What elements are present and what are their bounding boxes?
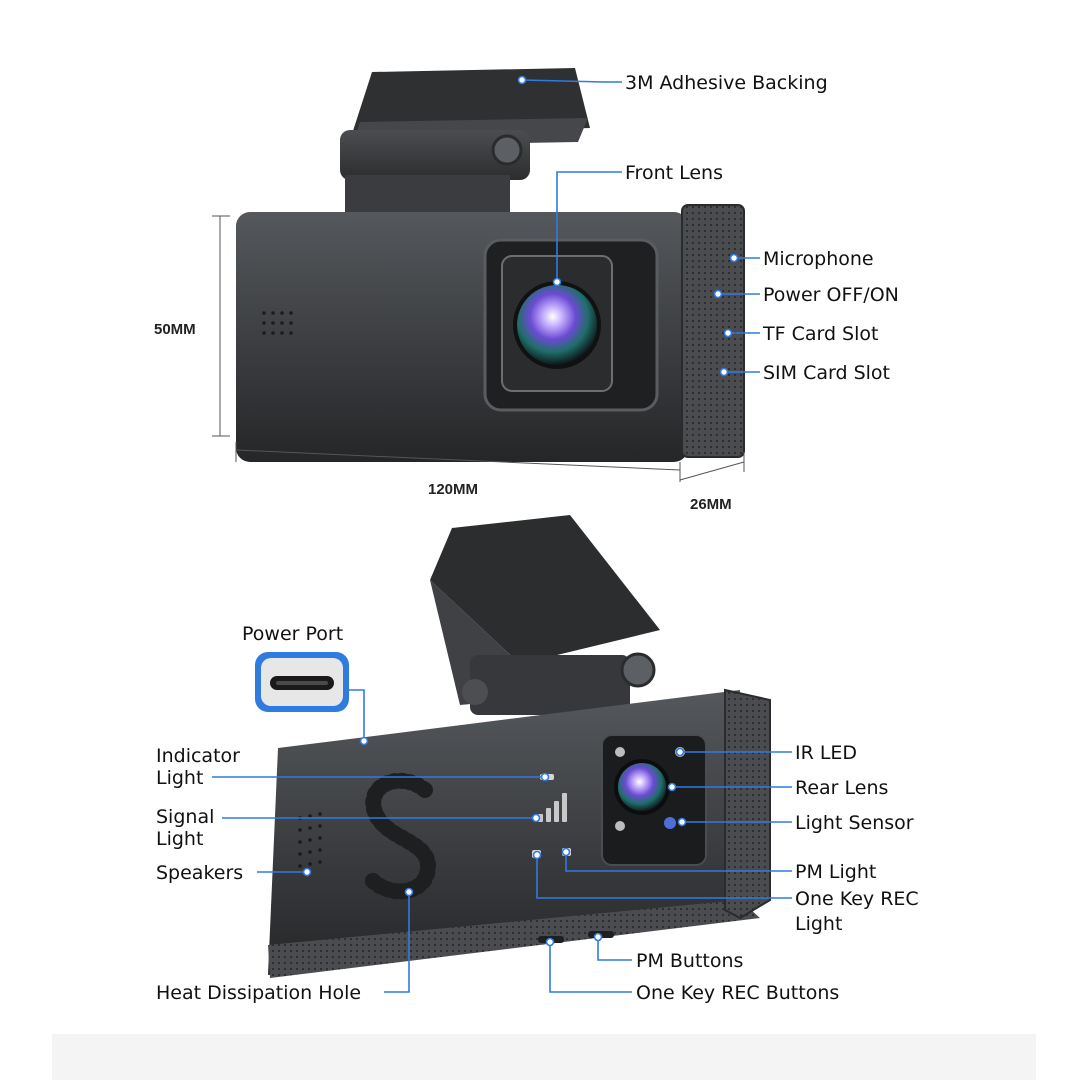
callout-heat: Heat Dissipation Hole xyxy=(156,982,361,1004)
rear-callouts: Indicator Light Signal Light Speakers He… xyxy=(156,742,919,1004)
front-side-panel xyxy=(681,204,745,458)
callout-signal-line2: Light xyxy=(156,828,203,850)
footer-band xyxy=(52,1034,1036,1080)
rear-lens-module xyxy=(601,734,707,866)
callout-microphone: Microphone xyxy=(763,248,874,270)
front-camera xyxy=(236,68,745,462)
callout-sim-slot: SIM Card Slot xyxy=(763,362,890,384)
front-mount xyxy=(340,68,590,230)
front-speaker-holes xyxy=(262,311,293,335)
power-port-label: Power Port xyxy=(242,623,343,645)
callout-rear-lens: Rear Lens xyxy=(795,777,888,799)
callout-signal-line1: Signal xyxy=(156,806,214,828)
callout-pm-buttons: PM Buttons xyxy=(636,950,743,972)
callout-pm-light: PM Light xyxy=(795,861,876,883)
callout-ir-led: IR LED xyxy=(795,742,857,764)
callout-rec-buttons: One Key REC Buttons xyxy=(636,982,839,1004)
callout-indicator-line1: Indicator xyxy=(156,745,240,767)
callout-rec-light-line2: Light xyxy=(795,913,842,935)
front-callouts: 3M Adhesive Backing Front Lens Microphon… xyxy=(517,72,899,384)
callout-light-sensor: Light Sensor xyxy=(795,812,914,834)
signal-light-icon xyxy=(538,793,567,822)
rear-speaker-dots xyxy=(298,812,322,868)
dim-length: 120MM xyxy=(428,481,478,498)
rear-side-grille xyxy=(724,688,771,920)
front-lens-icon xyxy=(513,281,601,369)
rear-body-bottom xyxy=(268,900,760,978)
callout-rec-light-line1: One Key REC xyxy=(795,888,919,910)
front-dimensions: 50MM 120MM 26MM xyxy=(154,215,745,513)
dim-height: 50MM xyxy=(154,321,196,338)
callout-power-switch: Power OFF/ON xyxy=(763,284,899,306)
rear-mount xyxy=(430,515,660,715)
dim-depth: 26MM xyxy=(690,496,732,513)
callout-adhesive: 3M Adhesive Backing xyxy=(625,72,828,94)
rear-lens-icon xyxy=(614,759,670,815)
callout-indicator-line2: Light xyxy=(156,767,203,789)
callout-tf-slot: TF Card Slot xyxy=(762,323,878,345)
rear-camera xyxy=(268,515,771,978)
light-sensor-icon xyxy=(664,817,676,829)
callout-front-lens: Front Lens xyxy=(625,162,723,184)
callout-speakers: Speakers xyxy=(156,862,243,884)
ir-led-icon xyxy=(615,747,625,757)
power-port-inset: Power Port xyxy=(242,623,369,746)
front-lens-housing xyxy=(483,238,659,412)
